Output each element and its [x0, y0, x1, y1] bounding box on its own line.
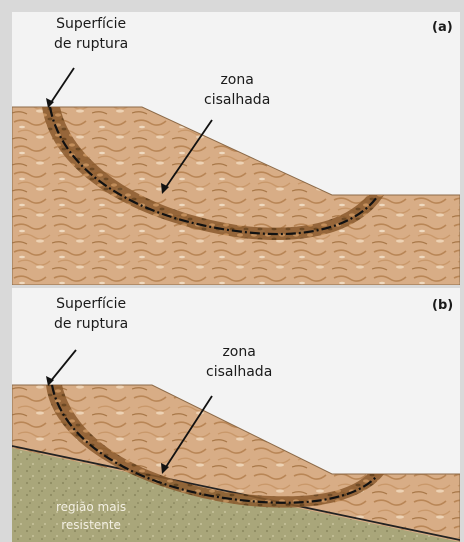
soil-mass: [12, 107, 460, 285]
surface-label-b: Superfície de ruptura: [54, 294, 128, 334]
surface-label-a-line1: Superfície: [54, 14, 128, 34]
panel-letter-b: (b): [432, 298, 453, 313]
panel-letter-a: (a): [432, 20, 453, 35]
arrow-surface: [50, 68, 74, 104]
zone-label-b: zona cisalhada: [206, 342, 272, 382]
surface-label-b-line2: de ruptura: [54, 314, 128, 334]
zone-label-a: zona cisalhada: [204, 70, 270, 110]
region-label-b-line1: região mais: [56, 498, 126, 516]
surface-label-b-line1: Superfície: [54, 294, 128, 314]
zone-label-a-line2: cisalhada: [204, 90, 270, 110]
zone-label-b-line1: zona: [206, 342, 272, 362]
surface-label-a: Superfície de ruptura: [54, 14, 128, 54]
panel-b: Superfície de ruptura zona cisalhada reg…: [12, 288, 460, 542]
zone-label-b-line2: cisalhada: [206, 362, 272, 382]
region-label-b: região mais resistente: [56, 498, 126, 534]
panel-a: Superfície de ruptura zona cisalhada (a): [12, 12, 460, 285]
surface-label-a-line2: de ruptura: [54, 34, 128, 54]
region-label-b-line2: resistente: [56, 516, 126, 534]
arrow-surface-b: [50, 350, 76, 382]
zone-label-a-line1: zona: [204, 70, 270, 90]
